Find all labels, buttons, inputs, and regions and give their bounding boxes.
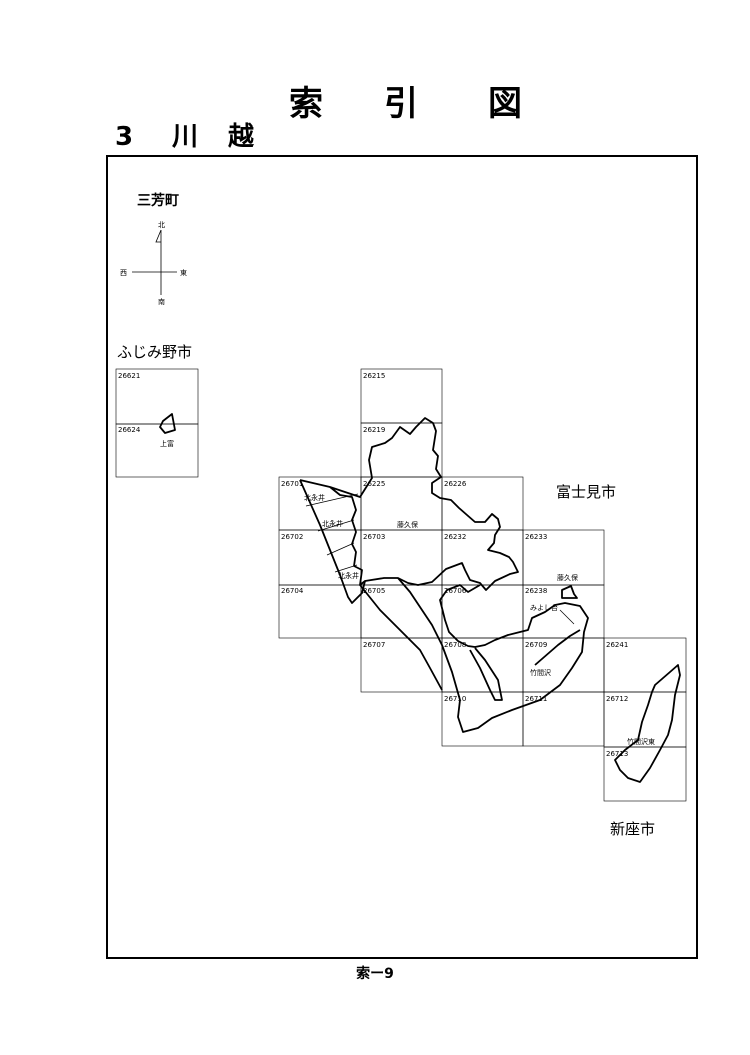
neighbor-fujimino-city: ふじみ野市 <box>117 343 192 361</box>
inner-lines <box>305 493 575 625</box>
title-char-3: 図 <box>488 84 522 124</box>
title-char-2: 引 <box>384 84 418 124</box>
sheet-number: 26701 <box>281 480 303 488</box>
sheet-numbers: 26621 26624 26215 26219 26701 26225 2622… <box>118 372 628 758</box>
sheet-number: 26704 <box>281 587 304 595</box>
sheet-number: 26710 <box>444 695 466 703</box>
sheet-number: 26621 <box>118 372 140 380</box>
place-label-fujikubo: 藤久保 <box>397 520 418 529</box>
sheet-number: 26624 <box>118 426 141 434</box>
sheet-number: 26215 <box>363 372 385 380</box>
place-label-takemazawa: 竹間沢 <box>530 668 551 677</box>
sheet-number: 26702 <box>281 533 303 541</box>
place-label-kamitome: 上富 <box>160 439 174 448</box>
place-label-kitaei: 北永井 <box>322 519 343 528</box>
compass <box>132 229 177 295</box>
place-label-kitaei: 北永井 <box>338 571 359 580</box>
neighbor-miyoshi-town: 三芳町 <box>137 192 179 209</box>
sheet-number: 26713 <box>606 750 628 758</box>
sheet-number: 26707 <box>363 641 385 649</box>
sheet-number: 26233 <box>525 533 547 541</box>
section-number: 3 <box>115 122 134 152</box>
section-name-char-1: 川 <box>172 122 199 152</box>
sheet-number: 26709 <box>525 641 547 649</box>
sheet-number: 26706 <box>444 587 467 595</box>
compass-south-label: 南 <box>158 297 165 306</box>
place-label-miyoshidai: みよし台 <box>530 603 558 612</box>
page-number: 索ー9 <box>356 966 394 982</box>
place-labels: 上富 北永井 北永井 北永井 藤久保 藤久保 みよし台 竹間沢 竹間沢東 <box>160 439 655 746</box>
place-label-fujikubo: 藤久保 <box>557 573 578 582</box>
place-label-takemazawa-higashi: 竹間沢東 <box>627 737 655 746</box>
section-name-char-2: 越 <box>228 122 255 152</box>
neighbor-fujimi-city: 富士見市 <box>556 483 616 501</box>
sheet-grid <box>115 368 687 802</box>
compass-east-label: 東 <box>180 268 187 277</box>
map-frame <box>106 155 698 959</box>
sheet-number: 26712 <box>606 695 628 703</box>
sheet-number: 26225 <box>363 480 385 488</box>
compass-north-label: 北 <box>158 221 165 229</box>
place-label-kitaei: 北永井 <box>304 493 325 502</box>
sheet-number: 26705 <box>363 587 385 595</box>
district-boundaries <box>159 413 681 783</box>
sheet-number: 26703 <box>363 533 385 541</box>
compass-west-label: 西 <box>120 269 127 277</box>
page-title: 索 引 図 <box>0 84 750 124</box>
sheet-number: 26219 <box>363 426 385 434</box>
neighbor-niiza-city: 新座市 <box>610 820 655 838</box>
sheet-number: 26226 <box>444 480 467 488</box>
sheet-number: 26238 <box>525 587 547 595</box>
sheet-number: 26241 <box>606 641 628 649</box>
sheet-number: 26711 <box>525 695 547 703</box>
sheet-number: 26232 <box>444 533 466 541</box>
sheet-number: 26708 <box>444 641 466 649</box>
title-char-1: 索 <box>289 84 323 124</box>
